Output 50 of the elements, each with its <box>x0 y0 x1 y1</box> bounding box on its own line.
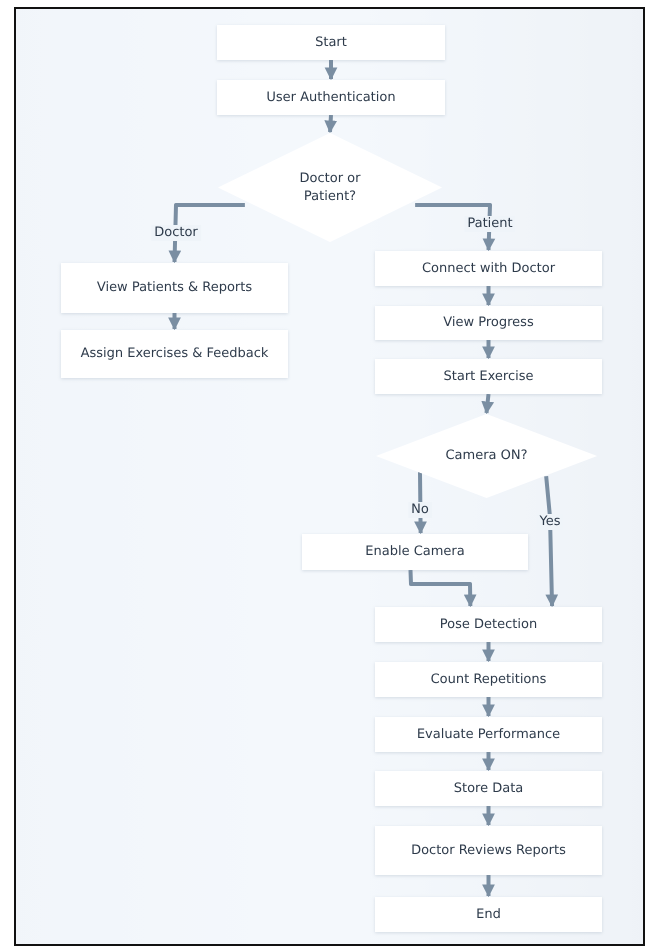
process-box <box>61 330 288 378</box>
process-box <box>375 359 602 394</box>
step-text: Doctor Reviews Reports <box>410 842 567 860</box>
step-text: View Patients & Reports <box>96 279 254 297</box>
arrow <box>168 202 245 264</box>
step-text: Enable Camera <box>364 543 466 561</box>
decision-diamond <box>376 414 597 498</box>
step-text: Evaluate Performance <box>416 726 562 744</box>
arrow <box>324 114 338 134</box>
process-box <box>302 534 528 570</box>
step-text: View Progress <box>442 314 535 332</box>
process-box <box>61 263 288 313</box>
process-box <box>375 662 602 697</box>
arrow <box>415 202 496 252</box>
arrow <box>482 697 495 718</box>
step-text: User Authentication <box>265 88 397 106</box>
step-text: End <box>475 906 502 924</box>
process-box <box>375 771 602 806</box>
process-box <box>375 717 602 752</box>
decision-text: Camera ON? <box>444 447 528 465</box>
decision-diamond <box>218 133 442 242</box>
arrow <box>482 286 495 306</box>
process-box <box>375 306 602 340</box>
step-text: Assign Exercises & Feedback <box>80 345 270 363</box>
process-box <box>217 80 445 115</box>
edge-label: Doctor <box>151 225 201 241</box>
arrow <box>324 60 338 80</box>
decision-text: Doctor or Patient? <box>298 170 362 206</box>
arrow <box>481 394 494 414</box>
step-text: Store Data <box>452 780 524 798</box>
step-text: Count Repetitions <box>430 670 548 688</box>
process-box <box>375 251 602 286</box>
arrow <box>482 340 495 360</box>
process-box <box>217 25 445 60</box>
arrow <box>482 752 495 772</box>
process-box <box>375 826 602 875</box>
arrow <box>544 476 558 608</box>
arrow <box>482 875 495 898</box>
step-text: Start <box>314 34 348 52</box>
edge-label: No <box>408 502 432 518</box>
step-text: Pose Detection <box>438 616 538 634</box>
arrow <box>414 471 427 534</box>
process-box <box>375 607 602 642</box>
arrow <box>482 806 495 826</box>
arrow <box>482 642 495 662</box>
step-text: Start Exercise <box>442 368 534 386</box>
arrow <box>168 313 181 330</box>
arrow <box>408 570 477 608</box>
step-text: Connect with Doctor <box>420 260 556 278</box>
process-box <box>375 897 602 932</box>
